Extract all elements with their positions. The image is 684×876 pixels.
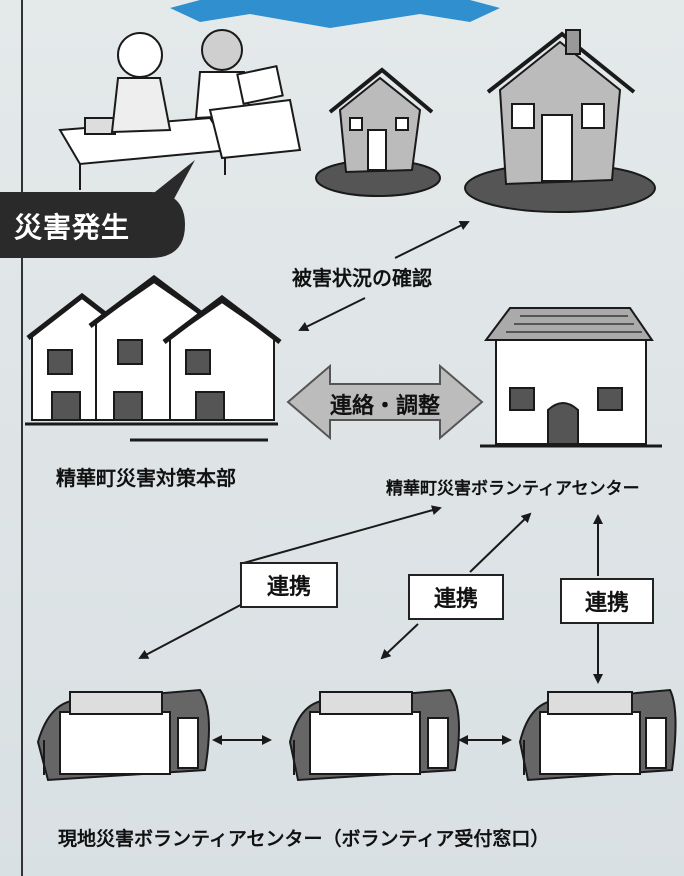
local-center-shop-2 — [288, 688, 460, 782]
arrow-to-hq — [298, 297, 366, 331]
damage-check-label: 被害状況の確認 — [292, 266, 432, 290]
vol-center-label: 精華町災害ボランティアセンター — [386, 479, 640, 499]
local-center-label: 現地災害ボランティアセンター（ボランティア受付窓口） — [58, 828, 550, 850]
contact-adjust-label: 連絡・調整 — [330, 394, 441, 419]
link-box-1: 連携 — [240, 562, 338, 608]
top-banner — [170, 0, 500, 28]
local-center-shop-1 — [36, 688, 210, 782]
disaster-bubble — [0, 192, 185, 258]
office-workers-illustration — [58, 29, 302, 190]
volunteer-center-building — [480, 307, 662, 448]
link-box-2: 連携 — [408, 574, 504, 620]
arrow-to-damage — [394, 221, 470, 259]
disaster-bubble-tail — [150, 160, 195, 210]
link-box-3: 連携 — [560, 578, 654, 624]
arrow-link2-down — [380, 623, 419, 660]
damaged-house-large — [464, 29, 656, 213]
hq-label: 精華町災害対策本部 — [56, 466, 236, 490]
local-center-shop-3 — [518, 688, 677, 782]
disaster-hq-building — [25, 274, 282, 442]
arrow-link1-up — [239, 505, 442, 565]
damaged-house-small — [315, 67, 441, 197]
arrow-link1-down — [138, 599, 251, 659]
contact-double-arrow — [286, 363, 484, 441]
arrow-link2-up — [469, 512, 532, 573]
disaster-label: 災害発生 — [14, 211, 131, 244]
